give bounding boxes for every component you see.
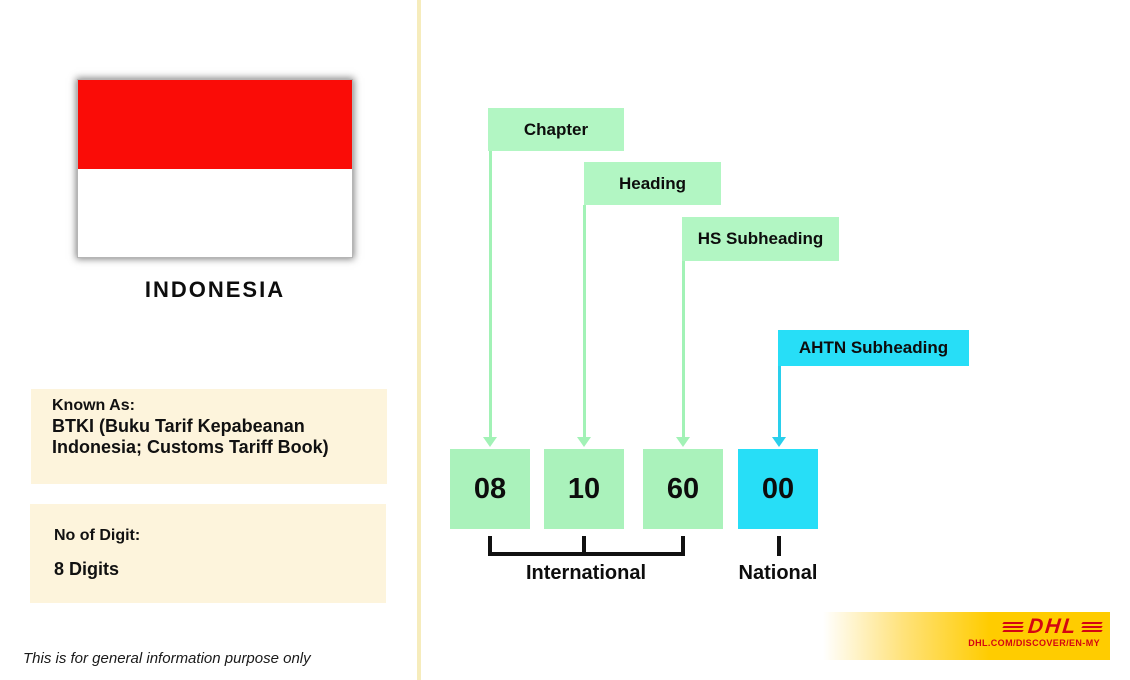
digit-box-chapter: 08 xyxy=(450,449,530,529)
dhl-logo: DHL xyxy=(823,615,1110,638)
connector-line-hs-subheading xyxy=(682,261,685,437)
dhl-stripes-right-icon xyxy=(1081,622,1103,632)
digit-count-label: No of Digit: xyxy=(54,527,141,544)
bracket-tick xyxy=(582,536,586,556)
level-label-hs-subheading: HS Subheading xyxy=(682,217,839,261)
known-as-card: Known As: BTKI (Buku Tarif Kepabeanan In… xyxy=(31,389,387,484)
known-as-label: Known As: xyxy=(52,397,135,414)
vertical-divider xyxy=(417,0,421,680)
known-as-value: BTKI (Buku Tarif Kepabeanan Indonesia; C… xyxy=(52,416,329,457)
flag-white-stripe xyxy=(78,168,352,257)
level-label-chapter: Chapter xyxy=(488,108,624,151)
dhl-banner: DHL DHL.COM/DISCOVER/EN-MY xyxy=(823,612,1110,660)
group-label-national: National xyxy=(738,562,818,584)
international-bracket-bar xyxy=(488,552,685,556)
bracket-tick xyxy=(488,536,492,556)
dhl-stripes-left-icon xyxy=(1002,622,1024,632)
down-arrow-icon xyxy=(772,437,786,447)
digit-box-ahtn-subheading: 00 xyxy=(738,449,818,529)
dhl-discover-url: DHL.COM/DISCOVER/EN-MY xyxy=(968,638,1100,648)
level-label-heading: Heading xyxy=(584,162,721,205)
digit-box-heading: 10 xyxy=(544,449,624,529)
dhl-wordmark: DHL xyxy=(1026,615,1079,638)
connector-line-chapter xyxy=(489,151,492,437)
down-arrow-icon xyxy=(676,437,690,447)
group-label-international: International xyxy=(525,562,646,584)
connector-line-ahtn-subheading xyxy=(778,366,781,437)
disclaimer-note: This is for general information purpose … xyxy=(23,650,311,667)
indonesia-flag xyxy=(77,79,353,258)
country-name: INDONESIA xyxy=(144,277,286,302)
digit-box-hs-subheading: 60 xyxy=(643,449,723,529)
national-tick xyxy=(777,536,781,556)
down-arrow-icon xyxy=(577,437,591,447)
connector-line-heading xyxy=(583,205,586,437)
level-label-ahtn-subheading: AHTN Subheading xyxy=(778,330,969,366)
flag-red-stripe xyxy=(78,80,352,169)
digit-count-value: 8 Digits xyxy=(54,559,120,579)
bracket-tick xyxy=(681,536,685,556)
digit-count-card: No of Digit: 8 Digits xyxy=(30,504,386,603)
down-arrow-icon xyxy=(483,437,497,447)
